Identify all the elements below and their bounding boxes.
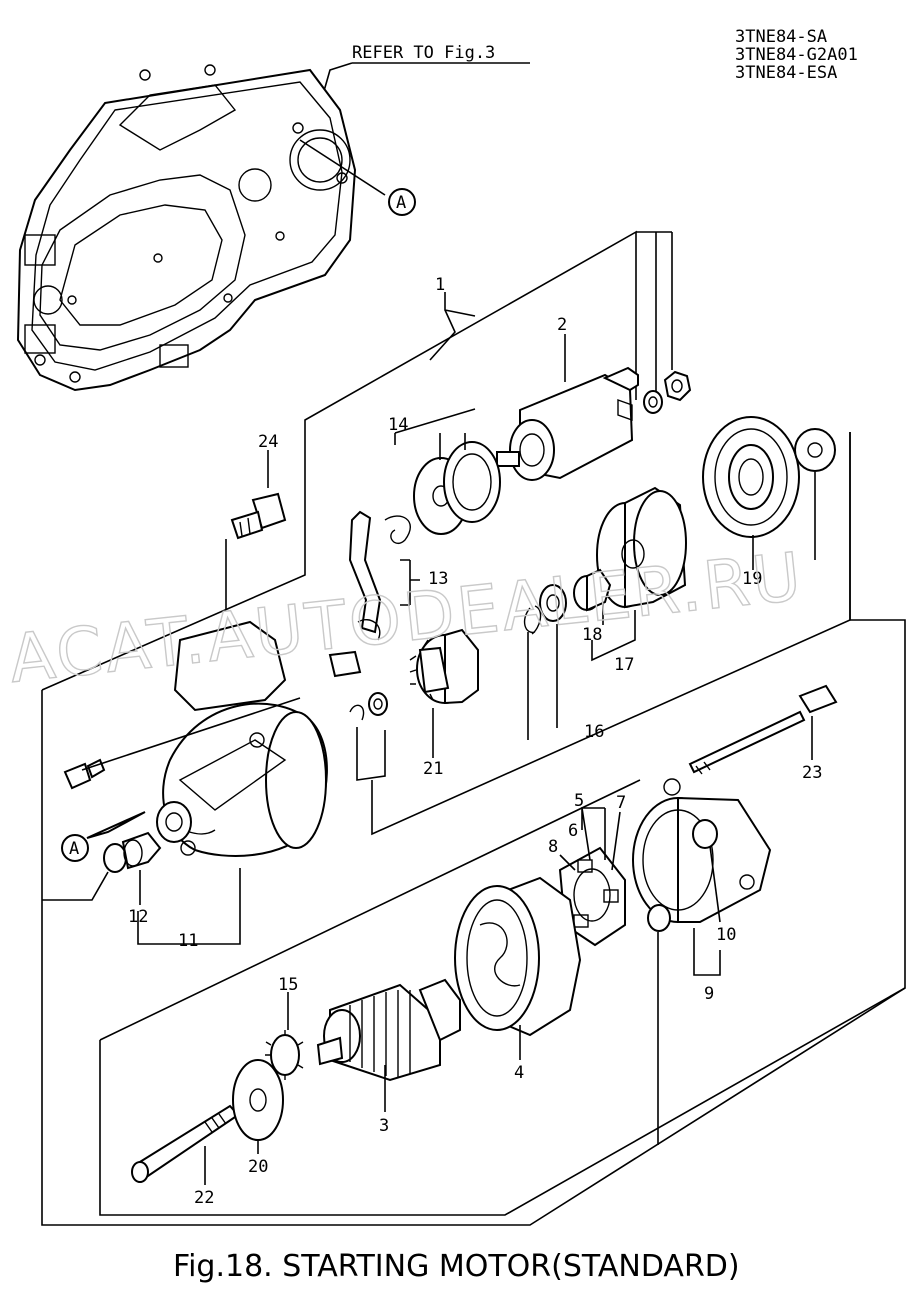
callout-9: 9 — [704, 984, 714, 1004]
yoke-assembly — [454, 876, 582, 1037]
pinion-clutch — [409, 628, 479, 705]
drive-end-housing — [156, 620, 328, 857]
solenoid-switch — [496, 366, 639, 481]
callout-9-bracket — [693, 928, 721, 976]
sleeve-bearing — [573, 568, 612, 612]
model-code-1: 3TNE84-SA — [735, 27, 827, 47]
callout-7: 7 — [616, 793, 626, 813]
callout-18: 18 — [582, 625, 602, 645]
callout-11-bracket — [137, 868, 241, 945]
callout-3: 3 — [379, 1116, 389, 1136]
callout-1-leader — [429, 292, 476, 361]
callout-13: 13 — [428, 569, 448, 589]
mounting-bolt — [230, 492, 287, 540]
center-bracket — [232, 1059, 284, 1141]
figure-caption: Fig.18. STARTING MOTOR(STANDARD) — [173, 1249, 740, 1284]
ref-marker-lower — [61, 834, 89, 862]
callout-13-bracket — [400, 559, 420, 606]
callout-6: 6 — [568, 821, 578, 841]
callout-19: 19 — [742, 569, 762, 589]
snap-ring — [523, 605, 542, 635]
callout-4: 4 — [514, 1063, 524, 1083]
stop-collar — [368, 692, 388, 716]
callout-22: 22 — [194, 1188, 214, 1208]
armature — [316, 978, 461, 1082]
callout-5: 5 — [574, 791, 584, 811]
bottom-group-outline — [99, 987, 906, 1216]
armature-bearing — [702, 416, 800, 538]
callout-15: 15 — [278, 975, 298, 995]
callout-12-leaders — [42, 870, 141, 905]
spring-washer — [643, 390, 663, 414]
callout-12: 12 — [128, 907, 148, 927]
cover-plate-set — [413, 441, 501, 535]
drive-shaft — [131, 1104, 240, 1183]
callout-21: 21 — [423, 759, 443, 779]
callout-10-leader — [709, 845, 721, 923]
bottom-group-guides — [99, 779, 659, 1145]
callout-1: 1 — [435, 275, 445, 295]
callout-16: 16 — [584, 722, 604, 742]
callout-21-clip-bracket — [356, 727, 386, 781]
refer-leader — [321, 62, 530, 99]
shift-lever — [328, 510, 411, 678]
watermark: ACAT.AUTODEALER.RU — [6, 538, 808, 698]
stop-ring — [539, 584, 567, 622]
callout-14: 14 — [388, 415, 408, 435]
callout-20: 20 — [248, 1157, 268, 1177]
drive-housing-cover — [596, 486, 687, 609]
callout-24: 24 — [258, 432, 278, 452]
brush-holder — [558, 846, 626, 947]
ref-marker-top — [388, 188, 416, 216]
ref-leader-top — [299, 139, 386, 196]
rear-end-cover — [632, 778, 772, 923]
callout-10: 10 — [716, 925, 736, 945]
refer-note: REFER TO Fig.3 — [352, 43, 495, 63]
ref-marker-lower-label: A — [69, 839, 79, 859]
housing-bolt-leader — [81, 697, 301, 771]
callout-2: 2 — [557, 315, 567, 335]
model-list: 3TNE84-SA 3TNE84-G2A01 3TNE84-ESA — [735, 27, 858, 83]
callout-11: 11 — [178, 931, 198, 951]
clip-to-assembly-line — [371, 432, 851, 836]
hex-nut — [663, 370, 692, 402]
retaining-clip — [349, 704, 365, 721]
idler-gear — [265, 1030, 304, 1080]
callout-8: 8 — [548, 837, 558, 857]
model-code-3: 3TNE84-ESA — [735, 63, 837, 83]
ref-marker-top-label: A — [396, 193, 406, 213]
callout-17: 17 — [614, 655, 634, 675]
flywheel-housing — [16, 64, 357, 392]
assembly-outline-upper — [41, 230, 637, 691]
callout-17-bracket — [591, 610, 636, 662]
rear-bushing — [647, 904, 671, 932]
thrust-washer — [794, 428, 836, 472]
callout-labels: 1 2 3 4 5 6 7 8 9 10 11 12 13 14 15 16 1… — [128, 275, 822, 1208]
ref-arrow-lower — [86, 811, 146, 839]
through-bolt — [688, 684, 838, 775]
callout-23: 23 — [802, 763, 822, 783]
callout-14-bracket — [394, 408, 476, 460]
model-code-2: 3TNE84-G2A01 — [735, 45, 858, 65]
callout-16-leaders — [527, 624, 558, 740]
bushing — [103, 831, 162, 873]
